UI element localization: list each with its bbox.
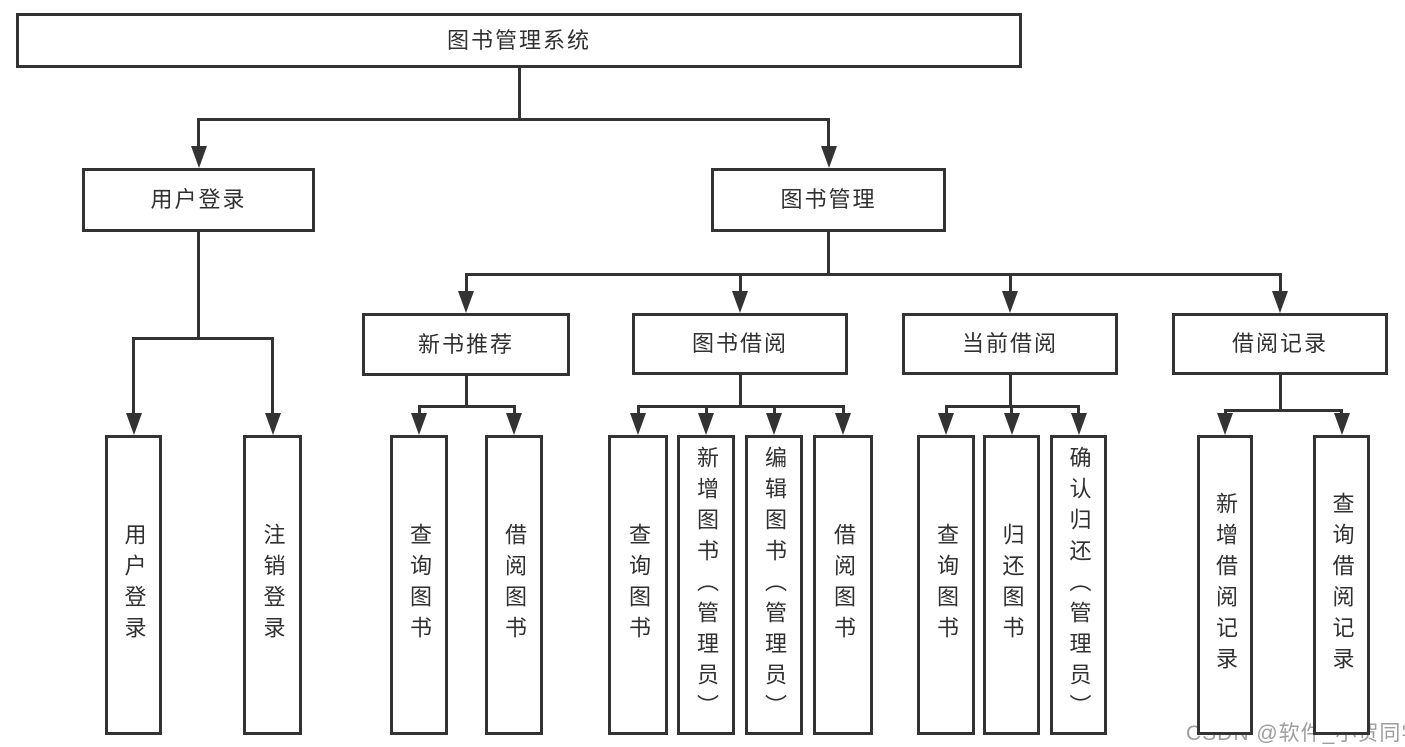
- node-cb-query-books: 查询图书: [917, 435, 975, 735]
- node-nr-borrow-books: 借阅图书: [485, 435, 543, 735]
- node-user-login: 用户登录: [82, 168, 315, 232]
- connector-line: [132, 337, 274, 340]
- arrowhead-down-icon: [630, 413, 646, 435]
- connector-line: [464, 273, 468, 295]
- connector-line: [772, 405, 776, 417]
- arrowhead-down-icon: [458, 291, 474, 313]
- connector-line: [704, 405, 708, 417]
- connector-line: [827, 232, 830, 276]
- connector-line: [1278, 375, 1282, 412]
- connector-line: [636, 405, 640, 417]
- connector-line: [1278, 273, 1282, 295]
- node-new-book-rec: 新书推荐: [362, 313, 570, 376]
- arrowhead-down-icon: [1070, 413, 1087, 435]
- connector-line: [464, 273, 1282, 276]
- node-library-system: 图书管理系统: [16, 13, 1022, 68]
- connector-line: [827, 118, 830, 150]
- arrowhead-down-icon: [1272, 291, 1288, 313]
- node-bb-borrow-books: 借阅图书: [813, 435, 873, 735]
- arrowhead-down-icon: [698, 413, 714, 435]
- node-nr-query-books: 查询图书: [390, 435, 448, 735]
- arrowhead-down-icon: [820, 146, 837, 168]
- connector-line: [464, 376, 468, 408]
- arrowhead-down-icon: [411, 413, 427, 435]
- arrowhead-down-icon: [1217, 413, 1233, 435]
- arrowhead-down-icon: [1333, 413, 1350, 435]
- arrowhead-down-icon: [1003, 413, 1020, 435]
- connector-line: [738, 273, 742, 295]
- connector-line: [1077, 405, 1080, 417]
- node-bb-query-books: 查询图书: [608, 435, 668, 735]
- connector-line: [417, 405, 421, 417]
- connector-line: [197, 232, 200, 340]
- node-book-borrow: 图书借阅: [632, 313, 848, 375]
- connector-line: [1008, 273, 1012, 295]
- node-leaf-logout: 注销登录: [243, 435, 302, 735]
- connector-line: [197, 118, 830, 121]
- connector-line: [738, 375, 742, 408]
- node-br-add-record: 新增借阅记录: [1197, 435, 1253, 735]
- connector-line: [517, 68, 521, 121]
- arrowhead-down-icon: [125, 413, 142, 435]
- node-cb-return-books: 归还图书: [983, 435, 1040, 735]
- connector-line: [197, 118, 200, 150]
- arrowhead-down-icon: [1002, 291, 1018, 313]
- arrowhead-down-icon: [190, 146, 207, 168]
- node-cb-confirm-return-admin: 确认归还（管理员）: [1050, 435, 1107, 735]
- arrowhead-down-icon: [732, 291, 748, 313]
- connector-line: [132, 337, 135, 417]
- arrowhead-down-icon: [506, 413, 522, 435]
- node-bb-edit-books-admin: 编辑图书（管理员）: [745, 435, 803, 735]
- node-book-mgmt: 图书管理: [711, 168, 946, 232]
- node-leaf-user-login: 用户登录: [105, 435, 162, 735]
- connector-line: [636, 405, 845, 408]
- node-borrow-records: 借阅记录: [1172, 313, 1388, 375]
- arrowhead-down-icon: [938, 413, 954, 435]
- arrowhead-down-icon: [766, 413, 782, 435]
- connector-line: [417, 405, 516, 408]
- arrowhead-down-icon: [835, 413, 851, 435]
- connector-line: [512, 405, 516, 417]
- connector-line: [271, 337, 274, 417]
- connector-line: [1010, 405, 1013, 417]
- connector-line: [841, 405, 845, 417]
- connector-line: [1008, 375, 1012, 408]
- node-br-query-record: 查询借阅记录: [1313, 435, 1370, 735]
- connector-line: [1223, 409, 1343, 412]
- arrowhead-down-icon: [264, 413, 281, 435]
- node-bb-add-books-admin: 新增图书（管理员）: [677, 435, 735, 735]
- connector-line: [944, 405, 948, 417]
- node-current-borrow: 当前借阅: [902, 313, 1118, 375]
